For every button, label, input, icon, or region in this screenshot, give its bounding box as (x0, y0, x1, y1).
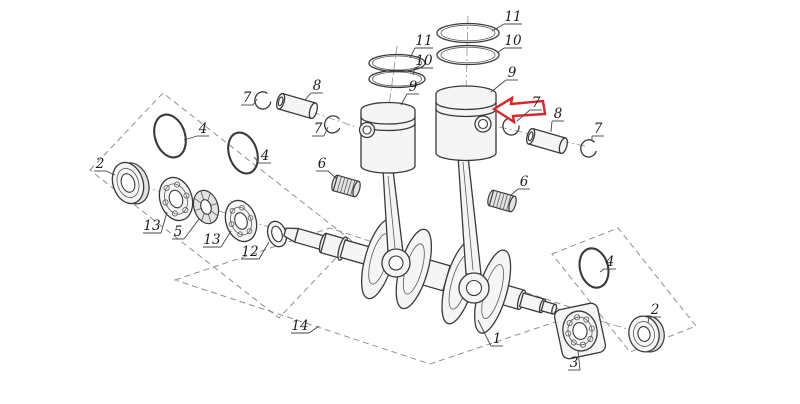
needle-bearing-left (331, 174, 361, 198)
label-leader (252, 98, 258, 106)
connecting-rod-left (379, 156, 411, 278)
label-leader (477, 319, 492, 347)
o-ring-right (578, 247, 610, 289)
ball-bearing-right (553, 302, 607, 360)
part-label-13: 13 (143, 218, 160, 234)
needle-bearing-right (487, 189, 517, 213)
part-label-5: 5 (174, 224, 183, 240)
part-label-7: 7 (314, 121, 323, 137)
axis-line-pin-left (311, 111, 357, 128)
part-label-9: 9 (409, 79, 418, 95)
part-label-6: 6 (520, 174, 529, 190)
label-leader (599, 268, 605, 273)
part-label-2: 2 (650, 302, 660, 318)
axis-line-piston-right (465, 15, 469, 91)
label-leader (550, 120, 553, 133)
label-leader (490, 79, 507, 93)
part-label-4: 4 (605, 254, 615, 270)
part-label-1: 1 (493, 331, 502, 347)
label-leader (510, 188, 519, 196)
label-leader (183, 135, 198, 141)
label-leader (253, 156, 260, 164)
part-label-8: 8 (313, 78, 322, 94)
label-leader (400, 93, 408, 106)
label-leader (160, 211, 168, 234)
axis-line-left (111, 175, 291, 235)
label-leader (183, 218, 200, 240)
piston-right (435, 85, 497, 162)
ball-bearing-left-1 (158, 176, 194, 222)
label-leader (323, 126, 329, 137)
part-label-7: 7 (243, 90, 252, 106)
label-leader (327, 170, 338, 180)
bearing-cage (192, 189, 220, 225)
oil-seal-right (628, 315, 665, 353)
label-leader (220, 230, 232, 248)
part-label-13: 13 (203, 232, 220, 248)
part-label-10: 10 (504, 33, 522, 49)
label-leader (516, 109, 531, 122)
o-ring-left-2 (227, 131, 259, 175)
highlight-arrow-icon (491, 95, 547, 125)
label-leader (491, 23, 505, 32)
part-label-10: 10 (415, 53, 433, 69)
part-label-6: 6 (318, 156, 327, 172)
piston-left (358, 101, 416, 174)
part-label-2: 2 (95, 156, 105, 172)
o-ring-left-1 (153, 113, 187, 159)
circlip-left-outer (254, 91, 272, 110)
part-label-11: 11 (504, 9, 521, 25)
label-leader (496, 47, 505, 54)
oil-seal-left (111, 161, 150, 205)
ball-bearing-left-2 (224, 199, 258, 243)
label-leader (304, 92, 312, 101)
part-label-7: 7 (532, 95, 541, 111)
part-label-3: 3 (570, 355, 579, 371)
part-label-11: 11 (415, 33, 432, 49)
label-leader (258, 241, 270, 260)
piston-pin-left (275, 92, 319, 120)
part-label-4: 4 (198, 121, 208, 137)
circlip-right-outer (578, 137, 599, 159)
piston-ring-right-top (436, 22, 500, 44)
part-label-12: 12 (241, 244, 258, 260)
label-leader (412, 67, 416, 76)
piston-pin-right (525, 127, 569, 155)
part-label-14: 14 (291, 318, 308, 334)
label-leader (409, 47, 416, 59)
part-label-9: 9 (508, 65, 517, 81)
label-leader (308, 325, 320, 334)
part-label-7: 7 (594, 121, 603, 137)
piston-ring-left-bottom (368, 69, 426, 89)
dashed-box-left (89, 92, 353, 319)
part-label-4: 4 (260, 148, 270, 164)
label-leader (647, 316, 650, 324)
piston-ring-right-bottom (436, 44, 500, 66)
label-leader (105, 170, 116, 176)
label-leader (577, 350, 581, 371)
axis-line-piston-left (388, 45, 398, 107)
part-label-8: 8 (554, 106, 563, 122)
